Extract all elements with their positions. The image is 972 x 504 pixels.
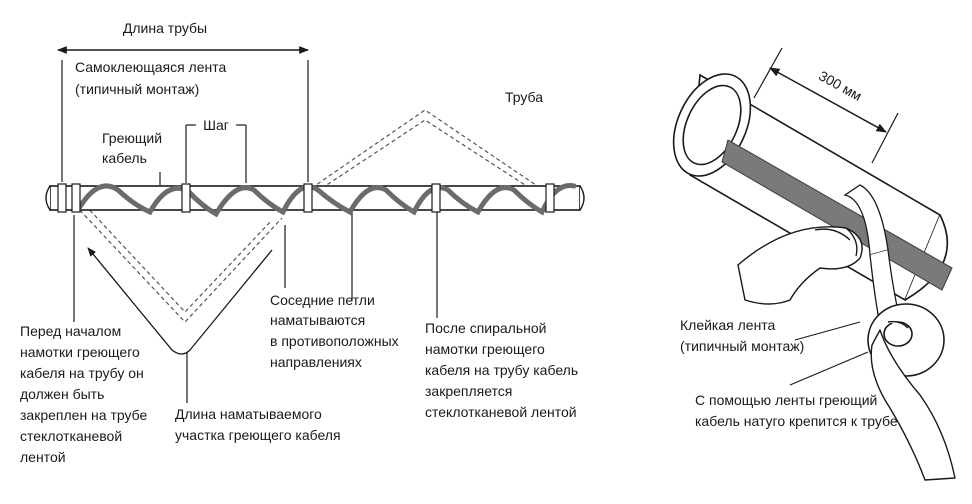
dimension-tick-right <box>871 112 899 164</box>
pitch-label: Шаг <box>203 117 229 133</box>
winding-length-label-2: участка греющего кабеля <box>175 427 341 443</box>
self-adhesive-tape-label-2: (типичный монтаж) <box>75 81 199 97</box>
dashed-loop-outline <box>74 109 556 323</box>
tape-caption-2: кабель натуго крепится к трубе <box>695 413 898 429</box>
dimension-arrow <box>769 67 887 133</box>
after-spiral-label-2: намотки греющего <box>425 341 545 357</box>
adhesive-tape-label-2: (типичный монтаж) <box>680 338 804 354</box>
tape-caption-leader <box>789 351 869 386</box>
self-adhesive-tape-label-1: Самоклеющаяся лента <box>75 59 227 75</box>
before-winding-label-2: намотки греющего <box>20 344 140 360</box>
before-winding-label-1: Перед началом <box>20 323 121 339</box>
pipe-length-label: Длина трубы <box>123 20 207 36</box>
hands-illustration <box>737 226 956 481</box>
reference-lines <box>61 60 438 403</box>
heating-cable-label-2: кабель <box>102 150 147 166</box>
after-spiral-label-4: закрепляется <box>425 383 512 399</box>
before-winding-label-5: закреплен на трубе <box>20 407 148 423</box>
adjacent-loops-label-2: наматываются <box>270 312 365 328</box>
dimension-tick-left <box>753 47 783 99</box>
adjacent-loops-label-4: направлениях <box>270 354 362 370</box>
after-spiral-label-3: кабеля на трубу кабель <box>425 362 578 378</box>
winding-direction-arc <box>87 247 273 355</box>
before-winding-label-4: должен быть <box>20 386 104 402</box>
dimension-label: 300 мм <box>816 67 864 104</box>
before-winding-label-3: кабеля на трубу он <box>20 365 144 381</box>
before-winding-label-6: стеклотканевой <box>20 428 122 444</box>
adhesive-tape-leader <box>794 321 861 341</box>
heating-cable-label-1: Греющий <box>102 130 162 146</box>
after-spiral-label-1: После спиральной <box>425 320 546 336</box>
heating-cable-spiral <box>75 183 577 218</box>
adjacent-loops-label-1: Соседние петли <box>270 292 375 308</box>
before-winding-label-7: лентой <box>20 449 66 465</box>
after-spiral-label-5: стеклотканевой лентой <box>425 404 577 420</box>
pipe-label: Труба <box>505 89 543 105</box>
tape-bands <box>57 183 555 213</box>
adjacent-loops-label-3: в противоположных <box>270 333 399 349</box>
left-diagram: Длина трубы <box>20 20 585 465</box>
adhesive-tape-label-1: Клейкая лента <box>680 317 776 333</box>
right-diagram: 300 мм Клейкая лента (типичный монтаж) С… <box>672 47 956 481</box>
tape-caption-1: С помощью ленты греющий <box>695 392 877 408</box>
winding-length-label-1: Длина наматываемого <box>175 406 322 422</box>
